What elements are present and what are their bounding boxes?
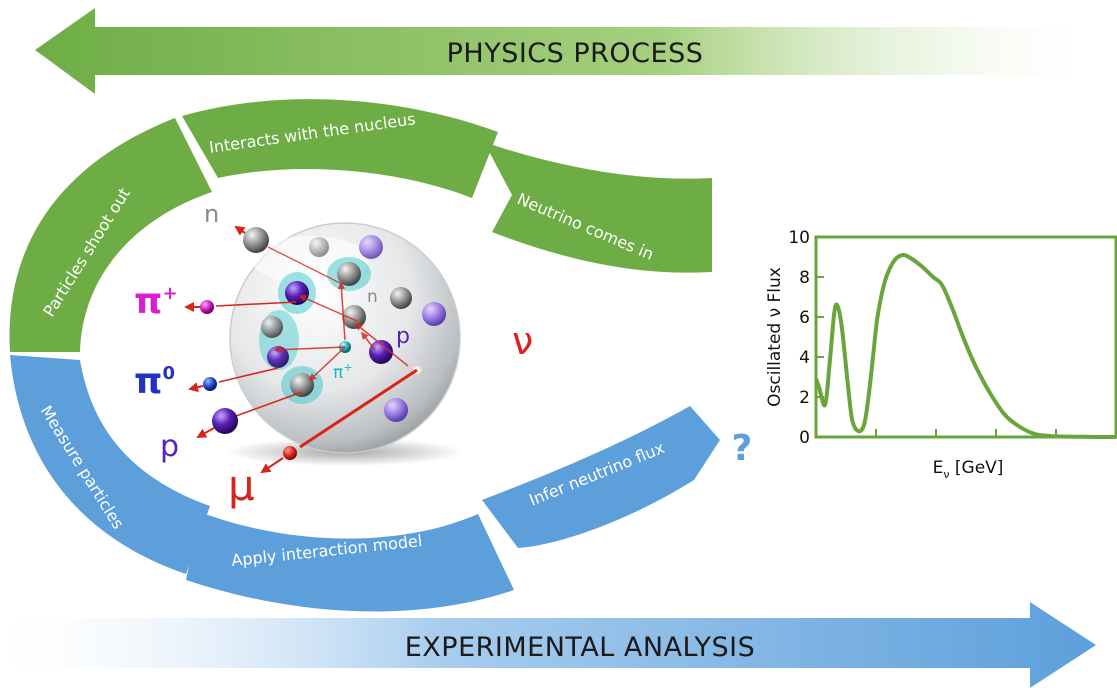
inner-proton-label: p [396,324,410,349]
experimental-analysis-arrow [0,602,1096,688]
pi-zero-ball [203,377,217,391]
analysis-step-infer-flux [482,406,720,548]
flux-chart: 0 2 4 6 8 10 Oscillated ν Flux Eν [GeV] [765,228,1117,481]
neutrino-label: ν [512,319,533,363]
proton-label: p [160,429,179,464]
chart-frame [814,235,1117,439]
y-tick-label: 0 [799,428,810,448]
proton-ball [212,408,238,434]
analysis-step-measure-particles [10,355,210,574]
experimental-analysis-banner: EXPERIMENTAL ANALYSIS [0,602,1096,688]
y-tick-label: 8 [799,268,810,288]
physics-step-interacts-nucleus [182,99,498,198]
y-tick-label: 4 [799,348,810,368]
neutron-ball [243,227,269,253]
physics-process-label: PHYSICS PROCESS [447,38,704,69]
y-axis-ticks: 0 2 4 6 8 10 [788,228,824,448]
neutron-ball [290,373,314,397]
analysis-step-apply-model [186,512,514,612]
y-tick-label: 6 [799,308,810,328]
proton-ball [285,281,309,305]
nucleus: n p π+ [225,222,465,466]
question-mark: ? [732,428,753,469]
experimental-analysis-label: EXPERIMENTAL ANALYSIS [405,632,756,663]
pi-plus-label: π+ [134,281,178,322]
flux-curve [814,252,1116,439]
neutron-ball [342,305,366,329]
pi-plus-ball [200,300,214,314]
neutron-label: n [204,200,219,228]
proton-ball [422,302,446,326]
pi-zero-label: π0 [134,361,175,402]
neutron-ball [309,237,329,257]
proton-ball [267,346,289,368]
physics-step-particles-shoot-out [9,118,213,352]
muon-label: μ [228,461,255,510]
physics-process-banner: PHYSICS PROCESS [35,8,1085,94]
physics-process-arrow [35,8,1085,94]
muon-ball [283,446,297,460]
neutron-ball [390,287,412,309]
outgoing-particles: μ n π+ π0 p [134,200,418,510]
y-axis-label: Oscillated ν Flux [765,267,785,407]
inner-pion-label: π+ [333,361,352,383]
neutron-ball [261,316,283,338]
y-tick-label: 2 [799,388,810,408]
physics-step-neutrino-comes-in [484,142,712,273]
muon-track [299,368,418,449]
x-axis-label: Eν [GeV] [933,458,1004,481]
neutron-ball [337,262,361,286]
proton-ball [369,340,393,364]
proton-ball [359,235,383,259]
proton-ball [384,398,408,422]
y-tick-label: 10 [788,228,810,248]
inner-neutron-label: n [367,287,378,307]
